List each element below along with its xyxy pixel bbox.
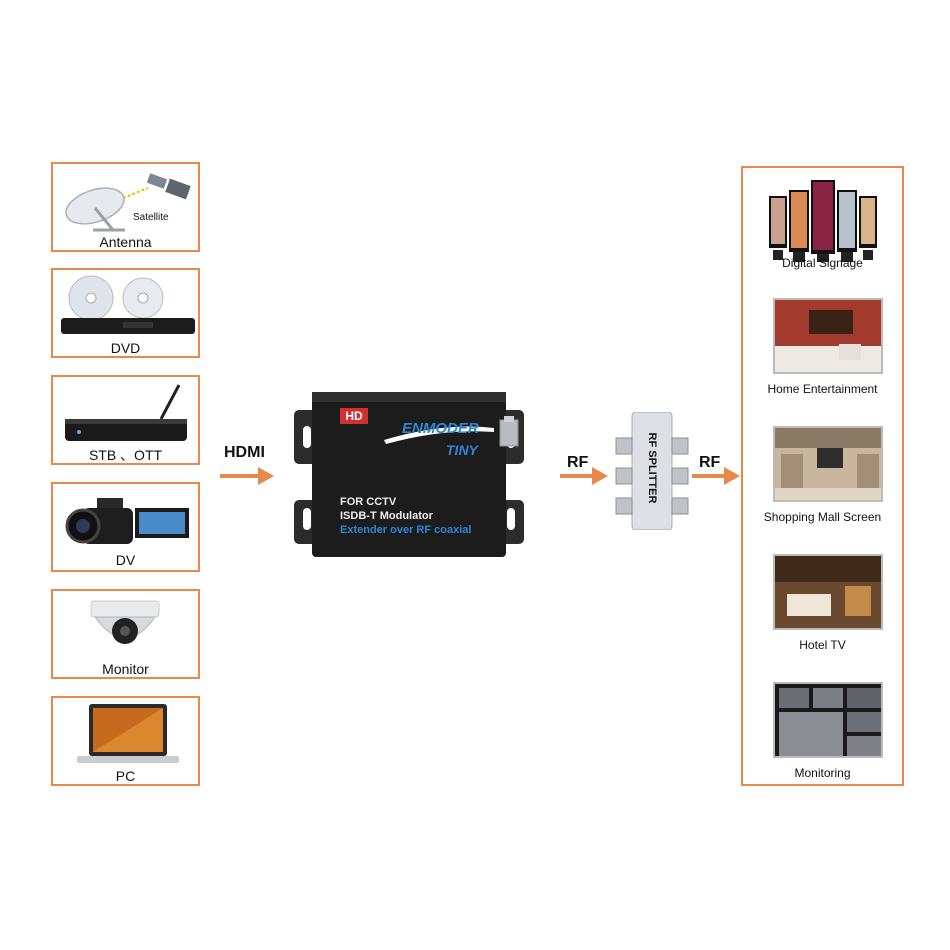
- home-entertainment-image: [773, 298, 883, 374]
- hotel-tv-label: Hotel TV: [799, 638, 846, 652]
- shopping-mall-image: [773, 426, 883, 502]
- hdmi-label: HDMI: [224, 444, 265, 461]
- source-stb: STB 、OTT: [51, 375, 200, 465]
- destination-panel: Digital Signage Home Entertainment Shopp…: [741, 166, 904, 786]
- dv-label: DV: [115, 552, 136, 568]
- source-monitor: Monitor: [51, 589, 200, 679]
- rf-out-label: RF: [699, 454, 721, 471]
- source-dvd: DVD: [51, 268, 200, 358]
- satellite-label: Satellite: [133, 212, 169, 223]
- modulator-device: HD ENMODER TINY FOR CCTV ISDB-T Modulato…: [294, 392, 524, 557]
- dome-camera-icon: [90, 600, 160, 644]
- digital-signage-label: Digital Signage: [782, 256, 863, 270]
- source-antenna: Satellite Antenna: [51, 162, 200, 252]
- laptop-icon: [77, 704, 179, 763]
- hotel-tv-image: [773, 554, 883, 630]
- dvd-player-icon: [61, 275, 195, 334]
- monitoring-image: [773, 682, 883, 758]
- monitoring-label: Monitoring: [794, 766, 851, 780]
- stb-label: STB 、OTT: [88, 447, 163, 463]
- splitter-label: RF SPLITTER: [646, 432, 658, 504]
- camcorder-icon: [65, 498, 189, 544]
- source-pc: PC: [51, 696, 200, 786]
- model-text: TINY: [446, 442, 478, 458]
- monitor-label: Monitor: [102, 661, 149, 677]
- modulator-line2: ISDB-T Modulator: [340, 510, 433, 522]
- satellite-dish-icon: [65, 173, 191, 232]
- digital-signage-icon: [769, 180, 877, 262]
- rf-in-arrow-icon: [560, 467, 608, 485]
- antenna-label: Antenna: [99, 234, 152, 250]
- hd-badge: HD: [340, 408, 368, 424]
- home-entertainment-label: Home Entertainment: [767, 382, 878, 396]
- hdmi-arrow-icon: [220, 467, 274, 485]
- modulator-line3: Extender over RF coaxial: [340, 524, 472, 536]
- pc-label: PC: [115, 768, 136, 784]
- set-top-box-icon: [65, 384, 187, 441]
- rf-in-label: RF: [567, 454, 589, 471]
- rf-splitter: RF SPLITTER: [612, 412, 692, 530]
- rf-out-arrow-icon: [692, 467, 740, 485]
- modulator-line1: FOR CCTV: [340, 496, 397, 508]
- brand-text: ENMODER: [402, 420, 479, 437]
- shopping-mall-label: Shopping Mall Screen: [763, 510, 882, 524]
- dvd-label: DVD: [110, 340, 141, 356]
- source-dv: DV: [51, 482, 200, 572]
